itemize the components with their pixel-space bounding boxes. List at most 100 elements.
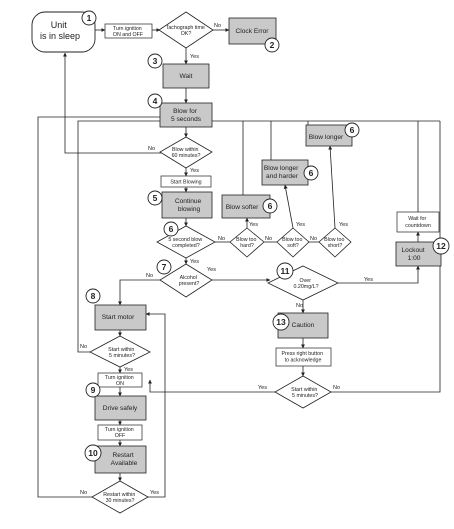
blow-too-soft-diamond (276, 227, 310, 258)
drive-safely-label: Drive safely (103, 405, 138, 412)
tachograph-ok-diamond (158, 11, 214, 49)
svg-text:2: 2 (270, 40, 275, 50)
blow-too-soft-line1: Blow too (282, 237, 302, 243)
marker-6-longer: 6 (344, 122, 360, 138)
blow-too-soft-label: Blow too soft? (282, 237, 304, 249)
start-state-line1: Unit (51, 20, 68, 30)
edge-start-within-b-no (331, 121, 441, 393)
marker-1: 1 (81, 10, 97, 26)
blow-too-hard-line1: Blow too (236, 237, 256, 243)
edge-start-within-b-yes (148, 379, 275, 393)
start-motor-box (94, 304, 147, 331)
press-right-line2: to acknowledge (285, 358, 322, 364)
restart-available-label: Restart Available (111, 452, 138, 467)
svg-text:1: 1 (87, 13, 92, 23)
turn-ignition-on-off-label: Turn ignition ON and OFF (113, 26, 144, 38)
edge-label-five-sec-no: No (218, 236, 225, 242)
blow-longer-harder-line1: Blow longer (264, 165, 299, 172)
svg-text:10: 10 (88, 448, 98, 458)
lockout-line2: 1:00 (408, 255, 421, 262)
turn-ignition-on-label: Turn ignition ON (105, 375, 135, 387)
blow-softer-label: Blow softer (226, 204, 259, 211)
blow-too-hard-diamond (229, 227, 265, 258)
marker-2: 2 (264, 37, 280, 53)
continue-blowing-line1: Continue (175, 198, 202, 205)
clock-error-label: Clock Error (236, 28, 270, 35)
marker-13: 13 (272, 313, 290, 331)
edge-label-soft-yes: Yes (296, 222, 305, 228)
svg-text:6: 6 (309, 168, 314, 178)
nodes: Unit is in sleep Turn ignition ON and OF… (31, 11, 442, 514)
start-state-label: Unit is in sleep (40, 20, 80, 41)
edge-label-alcohol-yes: Yes (207, 267, 216, 273)
alcohol-present-label: Alcohol present? (179, 275, 200, 287)
edge-label-restart-within-no: No (80, 490, 87, 496)
start-within-5-a-label: Start within 5 minutes? (108, 347, 136, 359)
turn-ignition-on-box (97, 372, 143, 388)
press-right-box (275, 347, 332, 367)
alcohol-present-line1: Alcohol (180, 275, 197, 281)
edge-label-hard-no: No (265, 236, 272, 242)
five-sec-complete-line2: completed? (172, 243, 199, 249)
svg-text:7: 7 (162, 262, 167, 272)
connectors (37, 28, 441, 498)
start-within-5-a-line1: Start within (108, 347, 134, 353)
blow-5s-line2: 5 seconds (171, 116, 202, 123)
five-sec-complete-label: 5 second blow completed? (168, 237, 203, 249)
edge-alcohol-no-to-start-motor (118, 279, 160, 306)
start-within-5-b-label: Start within 5 minutes? (291, 387, 319, 399)
wait-countdown-box (396, 211, 440, 233)
blow-too-short-line2: short? (328, 243, 343, 249)
press-right-label: Press right button to acknowledge (282, 351, 325, 364)
alcohol-present-diamond (159, 263, 213, 298)
edge-blow-within-no-to-sleep (63, 52, 161, 154)
blow-too-short-diamond (318, 227, 352, 258)
svg-text:6: 6 (350, 125, 355, 135)
blow-too-hard-label: Blow too hard? (236, 237, 258, 249)
marker-6-longer-harder: 6 (303, 165, 319, 181)
turn-ignition-off-line1: Turn ignition (105, 427, 134, 433)
edge-label-start-within-a-no: No (80, 344, 87, 350)
wait-countdown-label: Wait for countdown (405, 216, 431, 229)
start-within-5-b-line2: 5 minutes? (292, 393, 318, 399)
over-limit-line2: 0.20mg/L? (293, 284, 318, 290)
edge-label-blow-within-yes: Yes (190, 168, 199, 174)
edge-label-blow-within-no: No (148, 146, 155, 152)
restart-available-line2: Available (111, 460, 138, 467)
svg-text:5: 5 (153, 193, 158, 203)
svg-text:13: 13 (276, 317, 286, 327)
svg-text:9: 9 (91, 385, 96, 395)
start-within-5-b-diamond (274, 375, 332, 409)
blow-longer-harder-label: Blow longer and harder (264, 165, 300, 180)
turn-ignition-on-line2: ON (116, 381, 124, 387)
turn-ignition-off-box (97, 424, 143, 441)
wait-box (162, 63, 210, 89)
marker-12: 12 (432, 237, 450, 255)
edge-label-start-within-b-no: No (333, 385, 340, 391)
continue-blowing-line2: blowing (178, 206, 201, 213)
wait-countdown-line1: Wait for (408, 216, 426, 222)
edge-label-soft-no: No (310, 236, 317, 242)
turn-ignition-on-line1: Turn ignition (105, 375, 134, 381)
marker-10: 10 (84, 444, 102, 462)
tachograph-ok-line1: Tachograph time (166, 25, 205, 31)
start-state (31, 11, 96, 53)
edge-label-start-within-b-yes: Yes (258, 385, 267, 391)
edge-label-tachograph-yes: Yes (190, 54, 199, 60)
edge-over-yes-to-lockout (338, 265, 420, 284)
blow-within-60-label: Blow within 60 minutes? (172, 147, 201, 159)
edge-start-within-a-no (77, 120, 160, 353)
marker-8: 8 (85, 288, 101, 304)
step-markers: 1 2 3 4 5 6 6 6 6 7 8 9 10 11 12 13 (81, 10, 450, 462)
restart-within-30-line1: Restart within (103, 492, 135, 498)
blow-too-hard-line2: hard? (240, 243, 254, 249)
svg-text:4: 4 (153, 96, 158, 106)
lockout-line1: Lockout (402, 247, 425, 254)
blow-longer-harder-line2: and harder (266, 173, 299, 180)
continue-blowing-box (161, 191, 213, 219)
five-sec-complete-line1: 5 second blow (168, 237, 202, 243)
caution-label: Caution (292, 322, 315, 329)
blow-within-60-line2: 60 minutes? (172, 153, 201, 159)
start-within-5-a-diamond (89, 335, 151, 368)
